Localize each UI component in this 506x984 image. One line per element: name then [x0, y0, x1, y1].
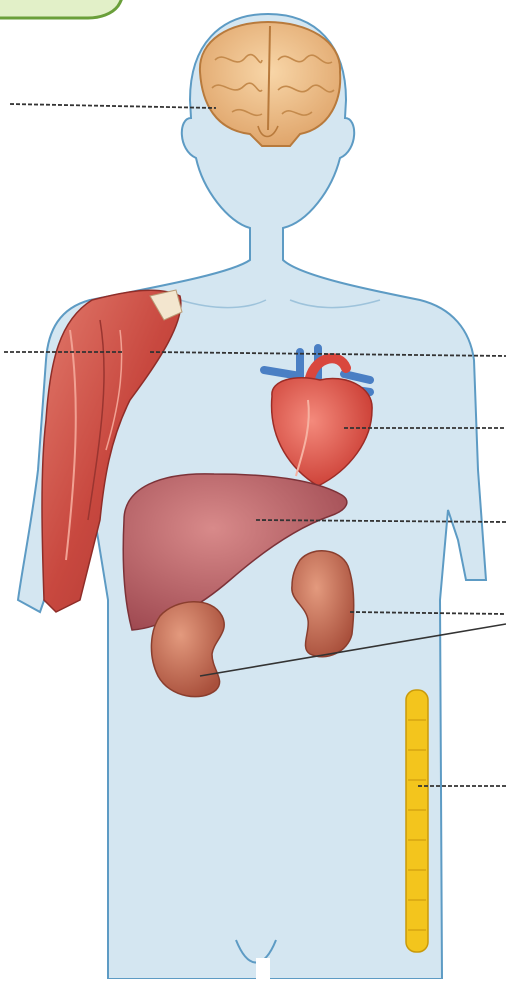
leg-gap	[256, 958, 270, 979]
yellow-strip-organ	[406, 690, 428, 952]
brain-leader-line	[10, 104, 216, 108]
corner-tab	[0, 0, 123, 18]
left-kidney-organ	[151, 602, 224, 697]
